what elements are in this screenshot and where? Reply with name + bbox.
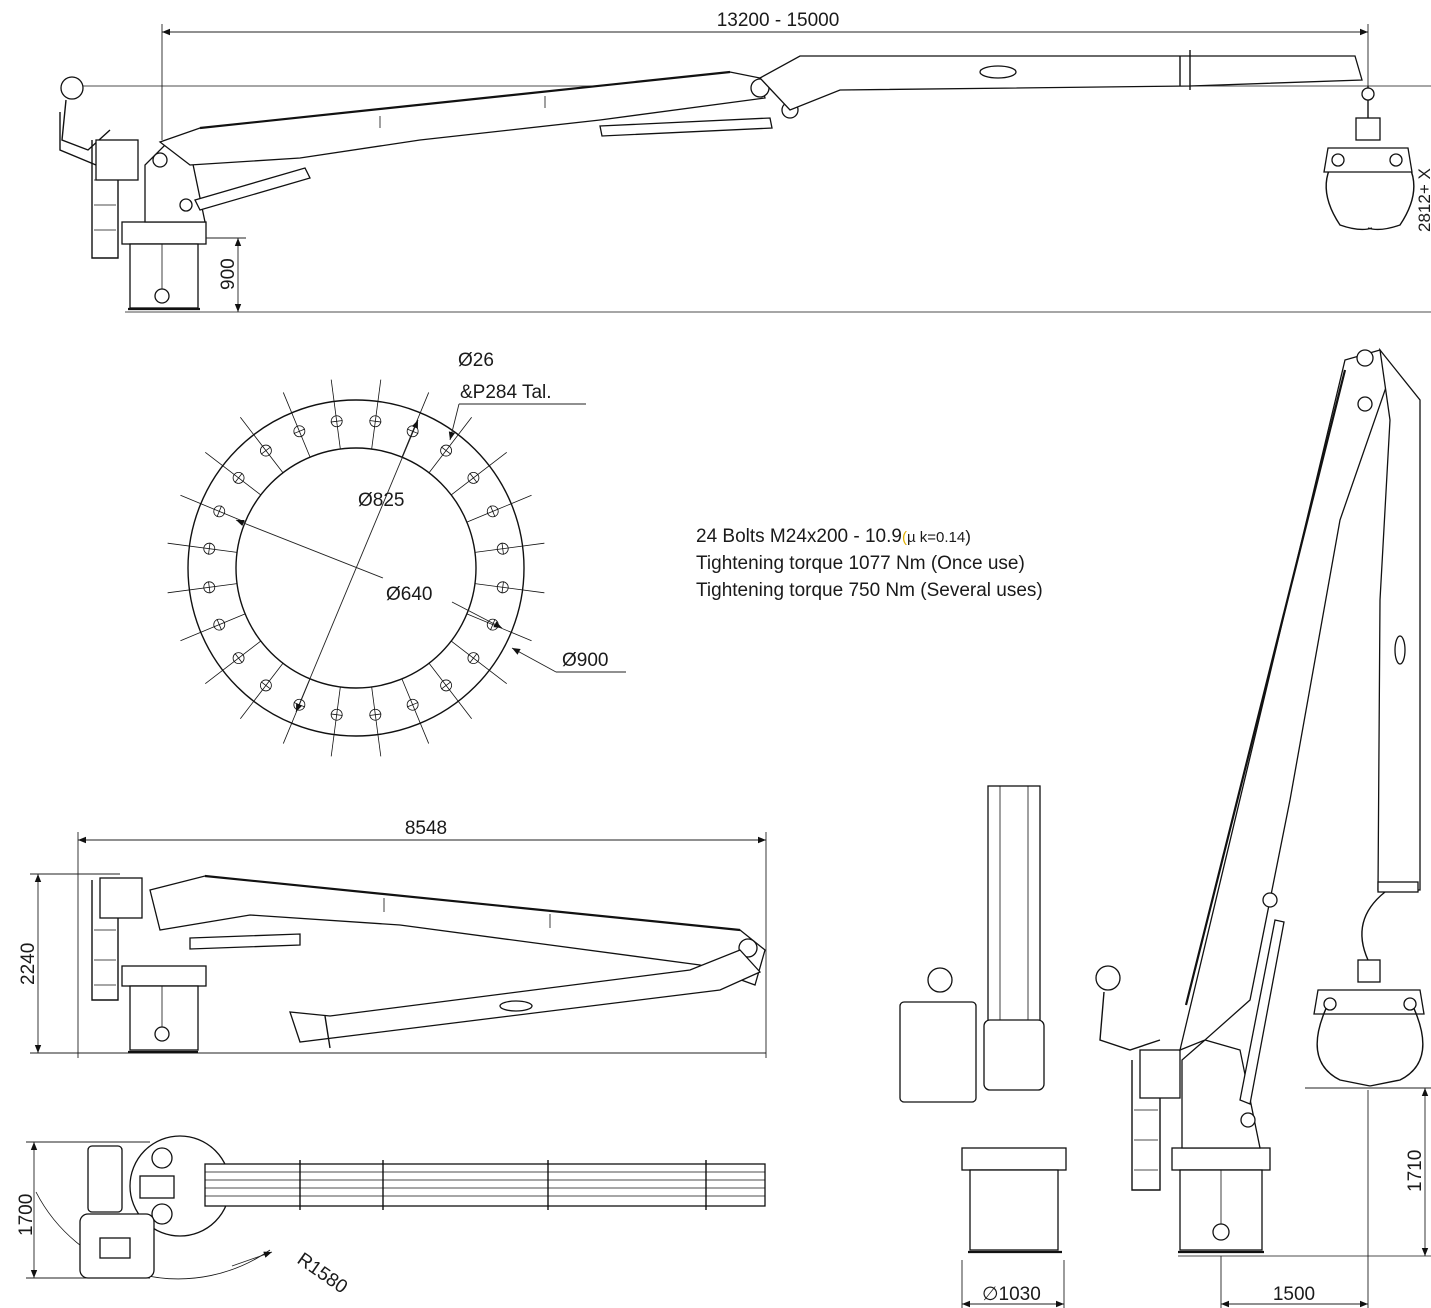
- bolt-hole-cross: [501, 542, 504, 555]
- bolt-hole-cross: [260, 446, 271, 455]
- bolt-hole-cross: [208, 581, 211, 594]
- bolt-axis-line: [330, 379, 341, 450]
- transport-height-dimension: 2240: [18, 943, 39, 985]
- bolt-axis-line: [371, 686, 382, 757]
- bolt-hole-cross: [469, 472, 478, 483]
- bolt-axis-line: [240, 417, 284, 474]
- bolt-axis-line: [180, 613, 246, 642]
- bolts-spec: 24 Bolts M24x200 - 10.9: [696, 526, 902, 547]
- bolts-paren-open: (: [902, 529, 907, 546]
- side-view-extended: 13200 - 15000 900: [59, 10, 1431, 313]
- bolt-axis-line: [401, 678, 430, 744]
- bolt-hole: [203, 542, 216, 555]
- bolt-axis-line: [450, 452, 507, 496]
- pedestal-height-dimension: 900: [218, 258, 239, 290]
- bolt-axis-line: [167, 583, 238, 594]
- bolt-notes: 24 Bolts M24x200 - 10.9(µ k=0.14) Tighte…: [696, 526, 1043, 601]
- bolt-hole-cross: [490, 618, 496, 631]
- bolt-axis-line: [371, 379, 382, 450]
- bolt-axis-line: [205, 640, 262, 684]
- bolt-hole-cross: [369, 713, 382, 716]
- transport-length-dimension: 8548: [405, 818, 447, 839]
- bolt-hole-cross: [330, 713, 343, 716]
- torque-several-line: Tightening torque 750 Nm (Several uses): [696, 580, 1043, 601]
- bolt-axis-line: [450, 640, 507, 684]
- grapple-height-dimension: 1710: [1405, 1150, 1426, 1192]
- bolt-axis-line: [474, 542, 545, 553]
- bolt-hole-cross: [216, 505, 222, 518]
- pitch-diameter-label: Ø825: [358, 490, 404, 511]
- bolt-hole-cross: [441, 446, 452, 455]
- bolt-axis-line: [466, 613, 532, 642]
- bolt-axis-line: [474, 583, 545, 594]
- bolt-axis-line: [282, 392, 311, 458]
- bolt-axis-line: [180, 494, 246, 523]
- bolt-hole: [213, 505, 226, 518]
- plan-view: 1700 R1580: [16, 1135, 766, 1298]
- bolt-hole-cross: [441, 681, 452, 690]
- bolts-friction: µ k=0.14: [907, 529, 965, 546]
- clearance-dimension: 2812+ X: [1415, 168, 1431, 232]
- bolt-hole-cross: [490, 505, 496, 518]
- bolt-hole-cross: [234, 653, 243, 664]
- bolt-axis-line: [401, 392, 430, 458]
- bolt-hole-cross: [216, 618, 222, 631]
- bolt-hole: [496, 581, 509, 594]
- bolts-spec-line: 24 Bolts M24x200 - 10.9(µ k=0.14): [696, 526, 971, 547]
- bolt-hole: [467, 652, 480, 664]
- bolt-axis-line: [428, 417, 472, 474]
- hole-note-label: &P284 Tal.: [460, 382, 552, 403]
- torque-once-line: Tightening torque 1077 Nm (Once use): [696, 553, 1025, 574]
- bolt-hole: [232, 652, 245, 664]
- bolt-axis-line: [167, 542, 238, 553]
- base-diameter-dimension: ∅1030: [982, 1284, 1041, 1305]
- bolt-hole: [486, 505, 499, 518]
- bolt-hole-cross: [234, 472, 243, 483]
- bolt-hole: [213, 618, 226, 631]
- bolt-axis-line: [428, 662, 472, 719]
- slew-offset-dimension: 1500: [1273, 1284, 1315, 1305]
- bolt-axis-line: [330, 686, 341, 757]
- outer-diameter-label: Ø900: [562, 650, 608, 671]
- bolt-hole: [232, 472, 245, 484]
- bolt-hole-cross: [406, 702, 419, 708]
- bolt-hole: [260, 679, 272, 692]
- swing-width-dimension: 1700: [16, 1194, 37, 1236]
- bolts-paren-close: ): [965, 527, 971, 546]
- bolt-hole-cross: [501, 581, 504, 594]
- front-view: ∅1030: [899, 785, 1067, 1308]
- bolt-hole: [467, 472, 480, 484]
- side-view-transport: 8548 2240: [18, 818, 767, 1058]
- inner-diameter-label: Ø640: [386, 584, 432, 605]
- flange-outer-circle: [187, 399, 525, 737]
- reach-dimension: 13200 - 15000: [717, 10, 840, 31]
- bolt-holes: [167, 379, 545, 757]
- bolt-hole: [440, 444, 452, 457]
- swing-radius-dimension: R1580: [293, 1249, 351, 1298]
- bolt-hole-cross: [260, 681, 271, 690]
- bolt-hole: [203, 581, 216, 594]
- bolt-axis-line: [205, 452, 262, 496]
- hole-diameter-label: Ø26: [458, 350, 494, 371]
- bolt-hole: [496, 542, 509, 555]
- bolt-hole: [260, 444, 272, 457]
- bolt-hole-cross: [469, 653, 478, 664]
- bolt-hole-cross: [208, 542, 211, 555]
- bolt-hole: [440, 679, 452, 692]
- side-view-raised: 1710 1500: [1095, 347, 1431, 1308]
- bolt-hole-cross: [293, 428, 306, 434]
- bolt-axis-line: [240, 662, 284, 719]
- flange-bolt-pattern: Ø26 &P284 Tal. Ø825 Ø640 Ø900: [167, 350, 626, 757]
- bolt-axis-line: [466, 494, 532, 523]
